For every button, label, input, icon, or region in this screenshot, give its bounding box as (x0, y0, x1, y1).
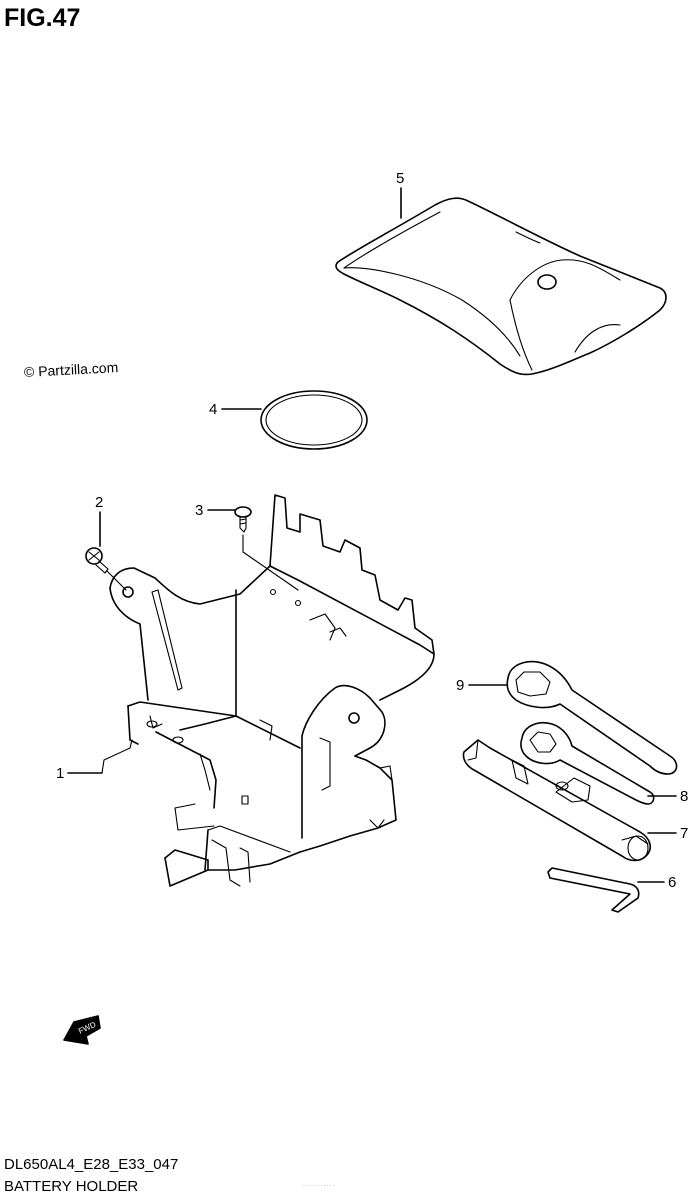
callout-1[interactable]: 1 (56, 765, 65, 782)
part-4-band[interactable] (260, 390, 368, 450)
fwd-arrow-icon: FWD (63, 1015, 101, 1045)
diagram-code: DL650AL4_E28_E33_047 (4, 1156, 179, 1173)
callout-2[interactable]: 2 (95, 494, 104, 511)
figure-title: FIG.47 (4, 4, 81, 32)
part-6-hex-key[interactable] (547, 867, 640, 913)
callout-4[interactable]: 4 (209, 401, 218, 418)
callout-5[interactable]: 5 (396, 170, 405, 187)
part-7-socket-wrench[interactable] (462, 739, 652, 862)
callout-6[interactable]: 6 (668, 874, 677, 891)
part-3-screw[interactable] (234, 506, 252, 533)
part-2-bolt[interactable] (85, 547, 109, 574)
callout-3[interactable]: 3 (195, 502, 204, 519)
callout-7[interactable]: 7 (680, 825, 689, 842)
part-8-wrench[interactable] (520, 722, 655, 805)
part-1-battery-holder[interactable] (109, 494, 435, 887)
part-5-tool-bag[interactable] (335, 197, 667, 376)
diagram-subtitle: BATTERY HOLDER (4, 1178, 139, 1195)
callout-9[interactable]: 9 (456, 677, 465, 694)
callout-8[interactable]: 8 (680, 788, 689, 805)
part-9-wrench[interactable] (506, 660, 678, 775)
footer-small-text: · · · · · · · · · · · (302, 1183, 335, 1189)
